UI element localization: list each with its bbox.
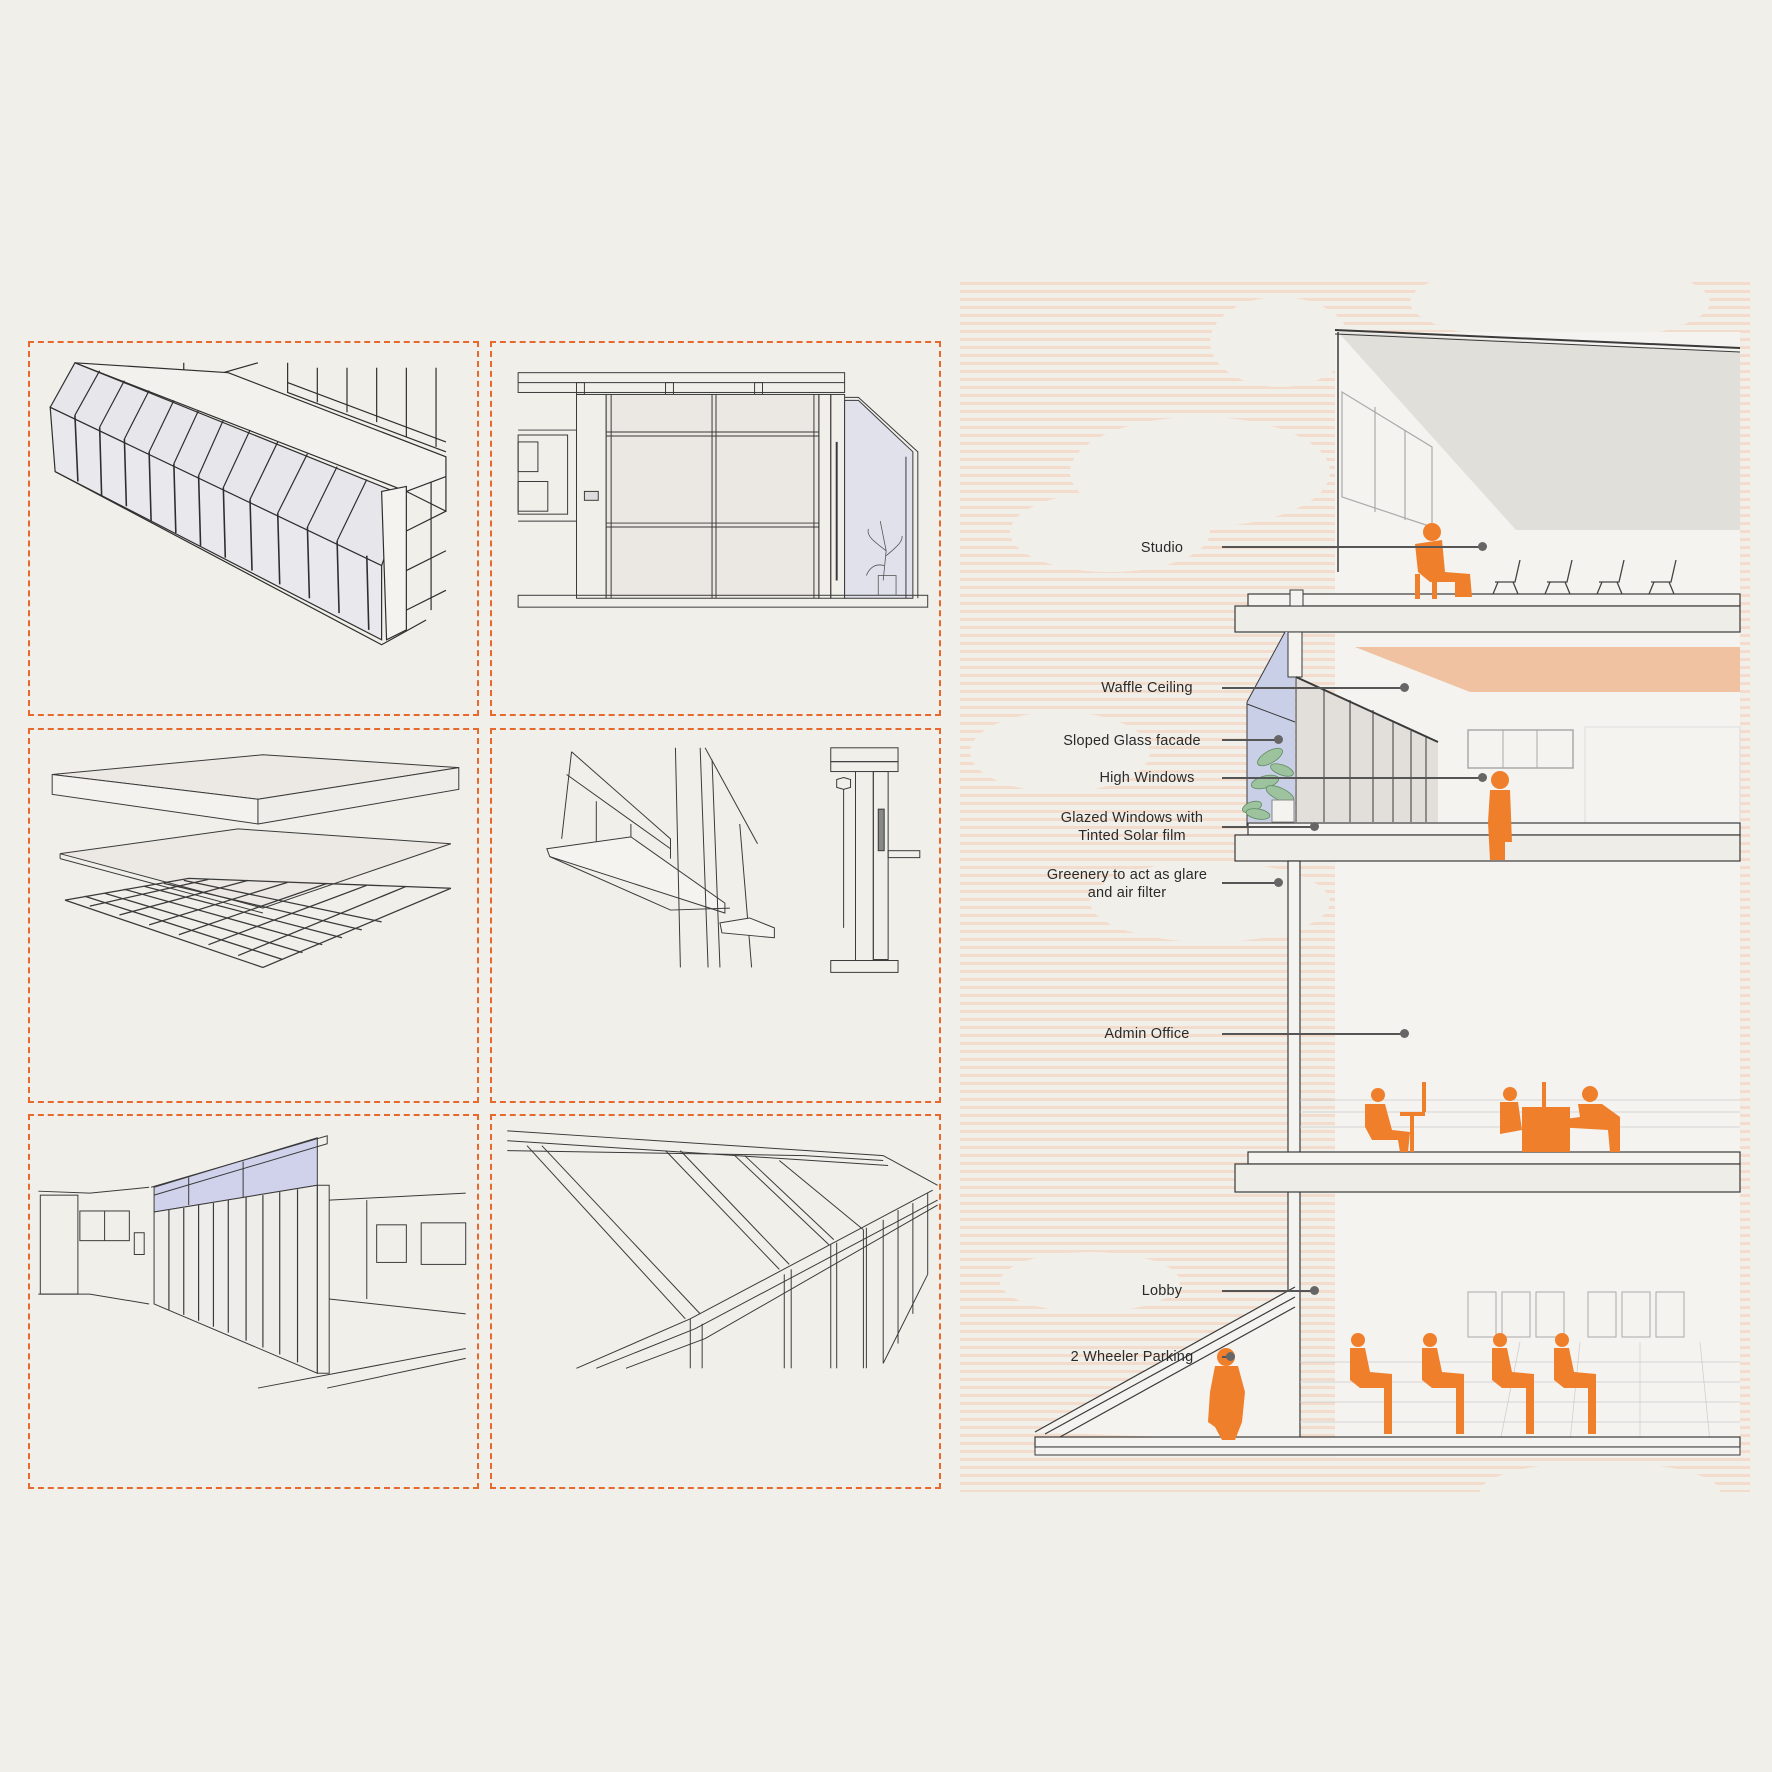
leader-sloped-glass-facade: [1222, 739, 1278, 741]
waffle-ceiling-exploded-drawing: [51, 754, 460, 969]
dot-greenery: [1274, 878, 1283, 887]
label-two-wheeler-parking: 2 Wheeler Parking: [1070, 1349, 1194, 1365]
leader-waffle-ceiling: [1222, 687, 1404, 689]
window-detail-drawing: [546, 747, 921, 973]
glass-roof-perspective-drawing: [507, 1130, 938, 1369]
label-waffle-ceiling: Waffle Ceiling: [1101, 680, 1193, 696]
leader-greenery: [1222, 882, 1278, 884]
dot-high-windows: [1478, 773, 1487, 782]
dot-glazed-windows: [1310, 822, 1319, 831]
people-silhouettes: [1208, 523, 1620, 1440]
dot-admin-office: [1400, 1029, 1409, 1038]
dot-sloped-glass-facade: [1274, 735, 1283, 744]
dot-waffle-ceiling: [1400, 683, 1409, 692]
panel-waffle-ceiling-exploded: [28, 728, 479, 1103]
panel-axonometric-facade: [28, 341, 479, 716]
label-greenery-line2: and air filter: [1087, 885, 1167, 901]
label-glazed-windows: Glazed Windows with Tinted Solar film: [1042, 809, 1222, 845]
section-drawing: [970, 282, 1741, 1492]
dot-studio: [1478, 542, 1487, 551]
label-sloped-glass-facade: Sloped Glass facade: [1063, 733, 1201, 749]
label-greenery-line1: Greenery to act as glare: [1046, 867, 1208, 883]
building-section: Studio Waffle Ceiling Sloped Glass facad…: [960, 282, 1750, 1492]
label-admin-office: Admin Office: [1104, 1026, 1190, 1042]
label-high-windows: High Windows: [1099, 770, 1195, 786]
cloud-shapes: [970, 282, 1720, 1492]
panel-glass-roof-perspective: [490, 1114, 941, 1489]
interior-elevation-drawing: [517, 372, 929, 608]
leader-studio: [1222, 546, 1482, 548]
label-studio: Studio: [1140, 540, 1184, 556]
studio-chairs: [1492, 559, 1677, 595]
label-greenery: Greenery to act as glare and air filter: [1032, 866, 1222, 902]
greenery-plant: [1242, 747, 1295, 820]
waffle-ceiling-band: [1355, 647, 1740, 692]
leader-high-windows: [1222, 777, 1482, 779]
label-glazed-windows-line2: Tinted Solar film: [1078, 828, 1186, 844]
dot-lobby: [1310, 1286, 1319, 1295]
interior-perspective-drawing: [38, 1135, 467, 1389]
leader-lobby: [1222, 1290, 1314, 1292]
leader-admin-office: [1222, 1033, 1404, 1035]
panel-interior-elevation: [490, 341, 941, 716]
label-glazed-windows-line1: Glazed Windows with: [1060, 810, 1204, 826]
dot-two-wheeler-parking: [1226, 1352, 1235, 1361]
leader-two-wheeler-parking: [1222, 1356, 1228, 1358]
label-lobby: Lobby: [1141, 1283, 1183, 1299]
axonometric-facade-drawing: [49, 362, 447, 646]
panel-interior-perspective: [28, 1114, 479, 1489]
panel-window-detail: [490, 728, 941, 1103]
leader-glazed-windows: [1222, 826, 1314, 828]
studio-roof-plane: [1338, 332, 1740, 530]
